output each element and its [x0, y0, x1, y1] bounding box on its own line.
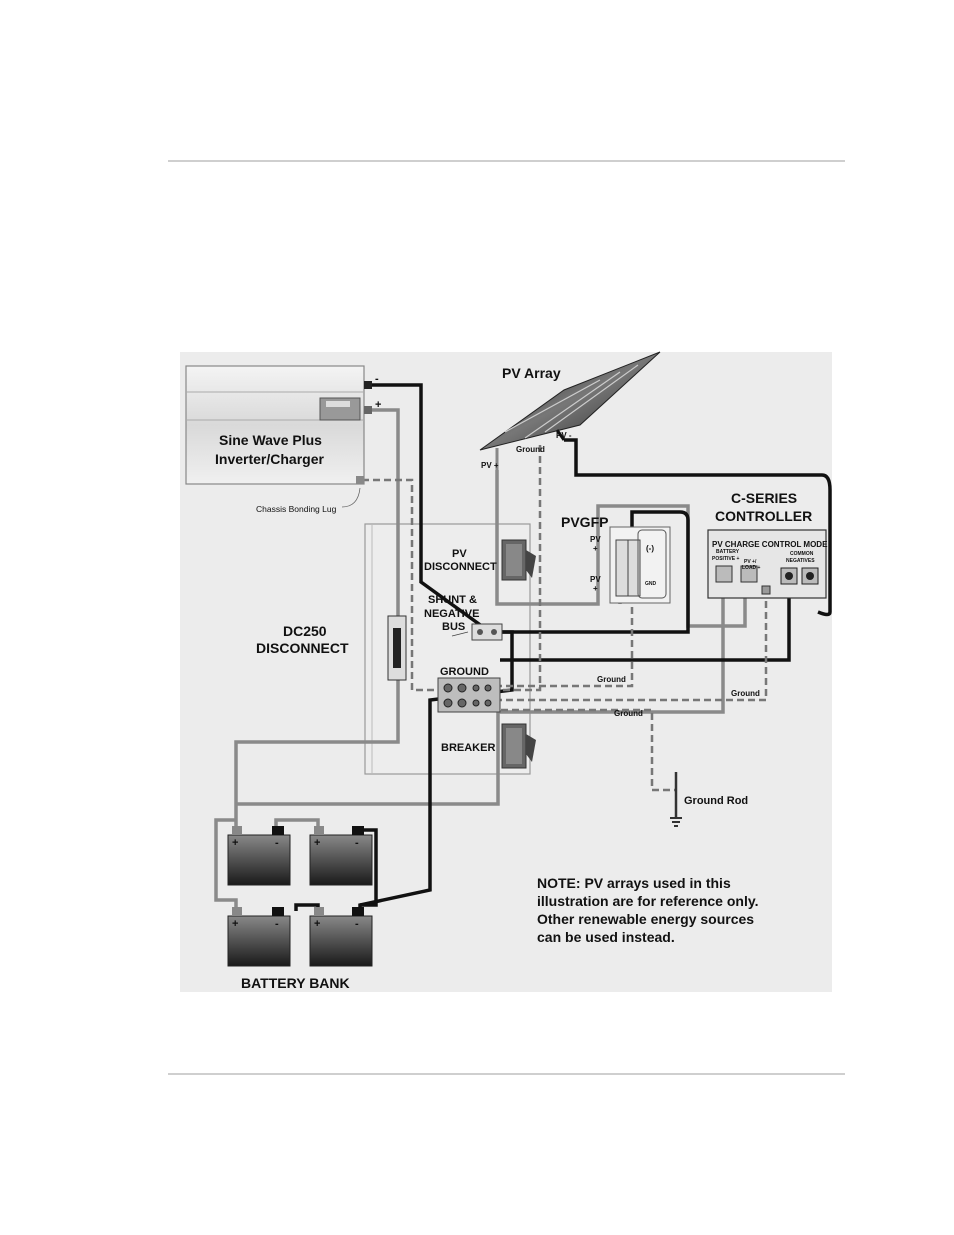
pvgfp-gnd-label: GND	[645, 581, 657, 587]
note-line1: NOTE: PV arrays used in this	[537, 875, 731, 891]
pv-minus-label: PV -	[556, 431, 572, 440]
inverter-charger	[185, 365, 372, 485]
dc250-fuse	[387, 615, 407, 681]
bottom-rule	[168, 1073, 845, 1075]
note-line2: illustration are for reference only.	[537, 893, 758, 909]
controller-title-line1: C-SERIES	[731, 490, 797, 506]
battery-1	[227, 826, 291, 886]
inverter-plus: +	[375, 399, 381, 411]
battery-1-minus: -	[275, 837, 279, 849]
battery-positive-2: POSITIVE +	[712, 556, 739, 562]
dc250-line2: DISCONNECT	[256, 640, 349, 656]
ground-wires	[362, 445, 768, 792]
pvgfp-pv-top-1: PV	[590, 535, 601, 544]
pvgfp-pv-top-2: +	[593, 544, 598, 553]
battery-4-minus: -	[355, 918, 359, 930]
breaker-label: BREAKER	[441, 742, 495, 754]
pv-array-label: PV Array	[502, 365, 561, 381]
battery-2-minus: -	[355, 837, 359, 849]
pv-plus-label: PV +	[481, 461, 499, 470]
pv-load-1: PV +/	[744, 559, 757, 565]
shunt-negative-bus	[451, 623, 503, 641]
pvgfp-unit	[609, 526, 671, 604]
controller-title-line2: CONTROLLER	[715, 508, 812, 524]
battery-positive-1: BATTERY	[716, 549, 740, 555]
ground-rod-label: Ground Rod	[684, 795, 748, 807]
pvgfp-neg-label: (-)	[646, 544, 654, 553]
ground-wire-label-2: Ground	[731, 689, 760, 698]
pv-load-2: LOAD +	[742, 565, 761, 571]
common-negatives-1: COMMON	[790, 551, 814, 557]
pvgfp-label: PVGFP	[561, 514, 608, 530]
pv-ground-label: Ground	[516, 445, 545, 454]
ground-wire-label-3: Ground	[614, 709, 643, 718]
charge-mode-label: PV CHARGE CONTROL MODE	[712, 540, 828, 549]
battery-3-plus: +	[232, 918, 238, 930]
battery-4-plus: +	[314, 918, 320, 930]
chassis-lug-leader	[341, 487, 361, 508]
ground-bus	[437, 677, 501, 713]
ground-bus-label: GROUND	[440, 666, 489, 678]
breaker-switch	[501, 723, 536, 769]
shunt-line1: SHUNT &	[428, 594, 477, 606]
pvgfp-pv-bot-1: PV	[590, 575, 601, 584]
note-line3: Other renewable energy sources	[537, 911, 754, 927]
pv-disconnect-line1: PV	[452, 548, 467, 560]
ground-wire-label-1: Ground	[597, 675, 626, 684]
ground-rod	[670, 772, 682, 827]
inverter-title-line2: Inverter/Charger	[215, 451, 324, 467]
dc250-line1: DC250	[283, 623, 327, 639]
battery-1-plus: +	[232, 837, 238, 849]
inverter-minus: -	[375, 373, 379, 385]
battery-2-plus: +	[314, 837, 320, 849]
pv-array	[479, 351, 661, 470]
shunt-line3: BUS	[442, 621, 465, 633]
pvgfp-pv-bot-2: +	[593, 584, 598, 593]
battery-4	[309, 907, 373, 967]
pv-disconnect-switch	[501, 539, 536, 581]
battery-3	[227, 907, 291, 967]
battery-2	[309, 826, 373, 886]
shunt-line2: NEGATIVE	[424, 608, 479, 620]
top-rule	[168, 160, 845, 162]
controller-unit	[707, 529, 827, 599]
inverter-title-line1: Sine Wave Plus	[219, 432, 322, 448]
pv-disconnect-line2: DISCONNECT	[424, 561, 497, 573]
common-negatives-2: NEGATIVES	[786, 558, 815, 564]
negative-wires	[294, 383, 832, 912]
battery-3-minus: -	[275, 918, 279, 930]
battery-bank-label: BATTERY BANK	[241, 975, 350, 991]
chassis-bonding-lug-label: Chassis Bonding Lug	[256, 504, 337, 514]
note-line4: can be used instead.	[537, 929, 675, 945]
